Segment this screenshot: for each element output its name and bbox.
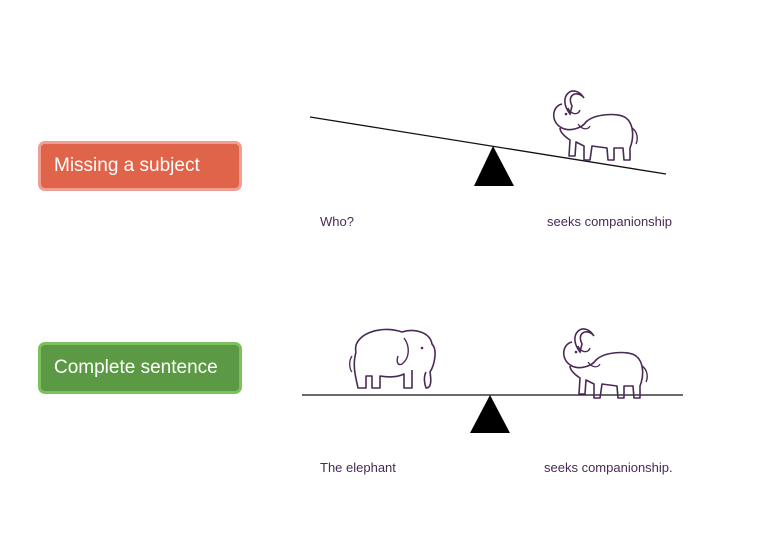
- complete-sentence-badge-label: Complete sentence: [54, 357, 218, 378]
- missing-subject-badge: Missing a subject: [38, 141, 242, 191]
- left-caption-row-2: The elephant: [320, 460, 396, 475]
- elephant-icon: [552, 90, 638, 161]
- triangle-fulcrum-icon: [470, 395, 510, 433]
- elephant-icon: [348, 328, 436, 389]
- missing-subject-badge-label: Missing a subject: [54, 155, 200, 176]
- right-caption-row-2: seeks companionship.: [544, 460, 673, 475]
- triangle-fulcrum-icon: [474, 146, 514, 186]
- complete-sentence-badge: Complete sentence: [38, 342, 242, 394]
- tilted-seesaw-plank: [309, 116, 667, 175]
- right-caption-row-1: seeks companionship: [547, 214, 673, 229]
- left-caption-row-1: Who?: [320, 214, 354, 229]
- elephant-icon: [562, 328, 648, 399]
